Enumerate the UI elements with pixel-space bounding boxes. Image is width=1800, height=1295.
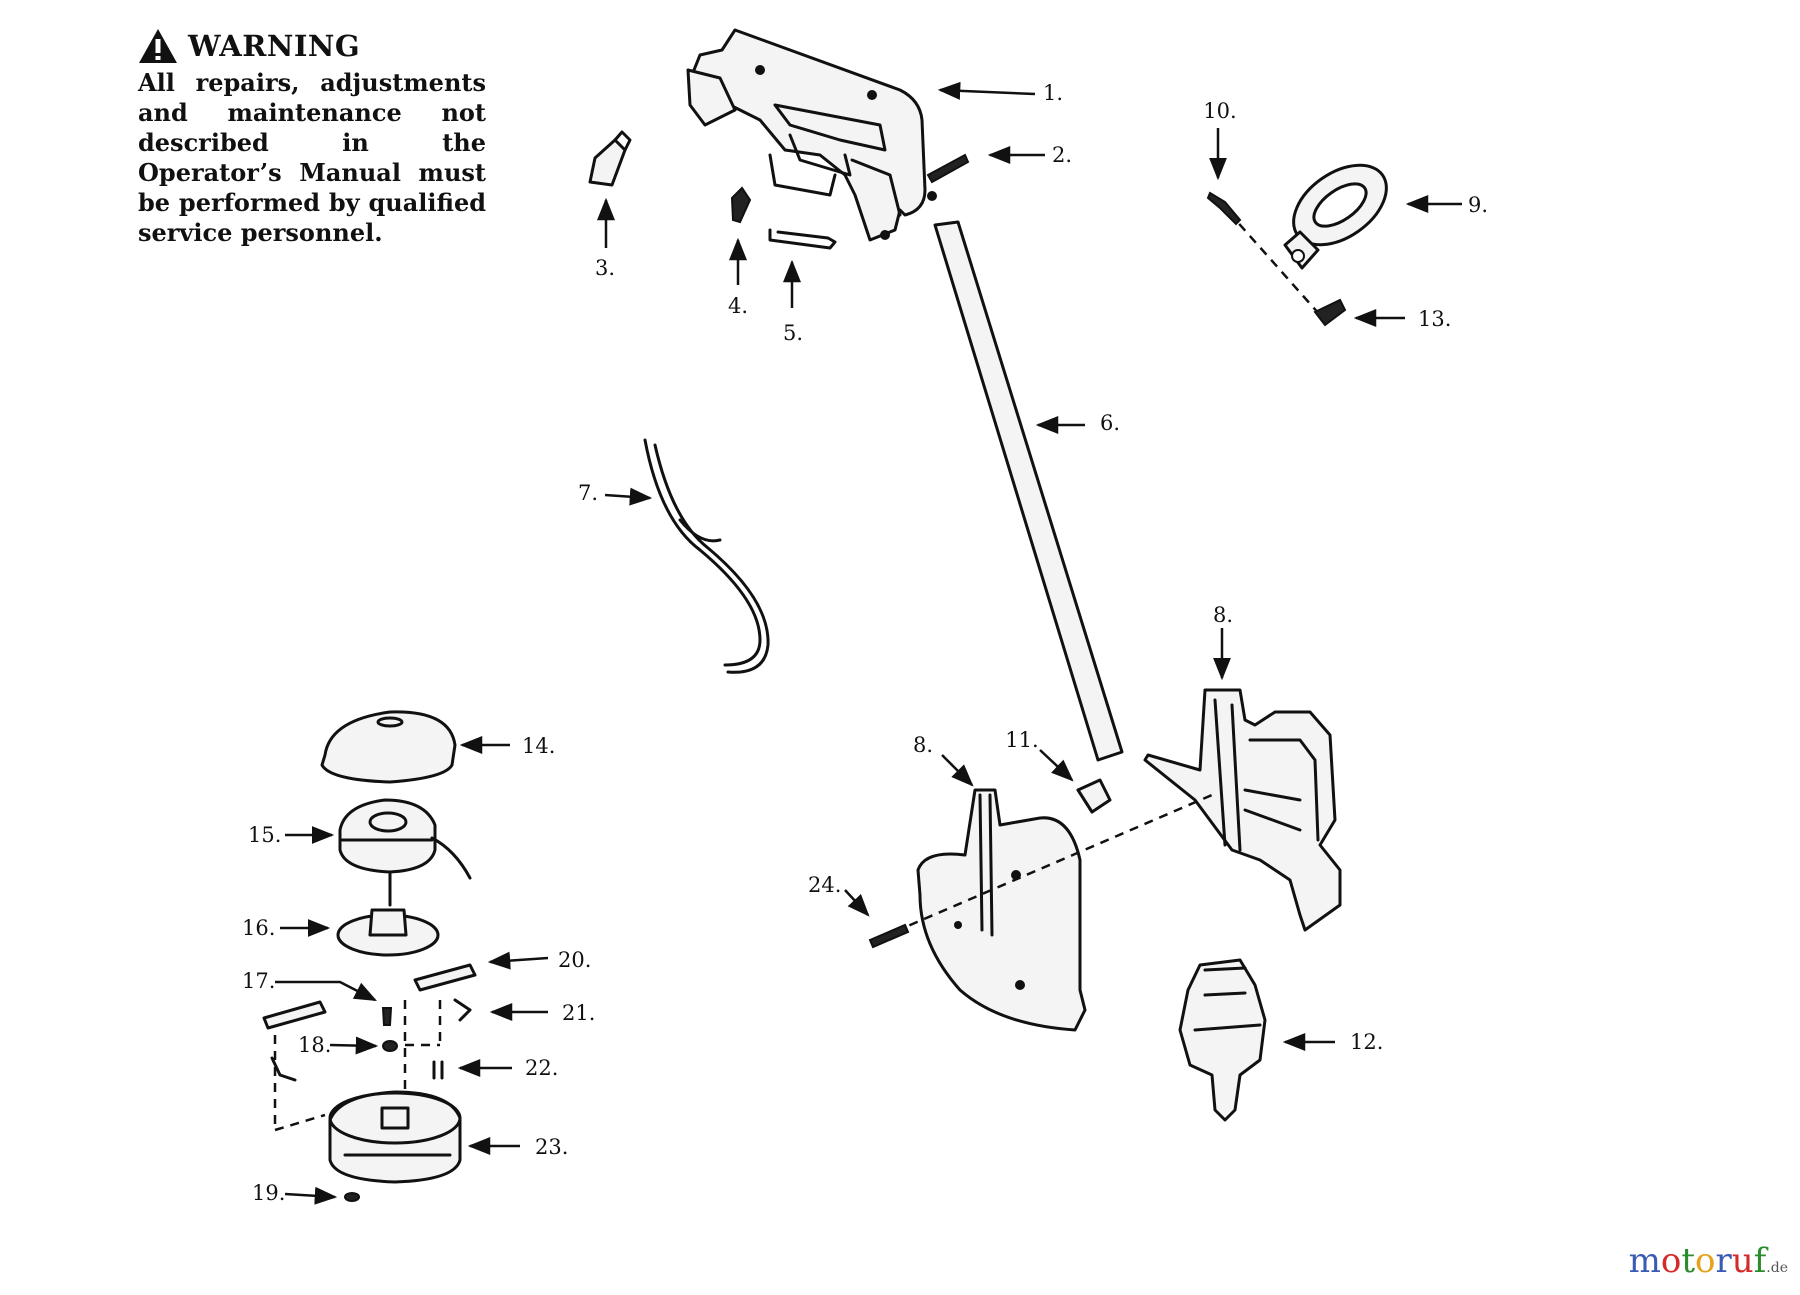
part-spool-cover — [320, 710, 457, 784]
callout-11: 11. — [1005, 728, 1038, 752]
callout-5: 5. — [783, 321, 803, 345]
warning-title: WARNING — [188, 29, 361, 63]
part-shaft — [933, 220, 1124, 762]
part-screw-10 — [1206, 191, 1242, 226]
callout-14: 14. — [522, 734, 555, 758]
part-3 — [588, 130, 632, 187]
part-19 — [344, 1192, 360, 1202]
callout-10: 10. — [1203, 99, 1236, 123]
callout-6: 6. — [1100, 411, 1120, 435]
assembly-line-24 — [879, 793, 1213, 940]
callout-8-guard: 8. — [913, 733, 933, 757]
callout-20: 20. — [558, 948, 591, 972]
callout-arrows — [275, 81, 1462, 1205]
callout-16: 16. — [242, 916, 275, 940]
warning-triangle-icon — [139, 29, 177, 63]
part-5 — [768, 228, 837, 250]
callout-17: 17. — [242, 969, 275, 993]
part-21 — [453, 998, 472, 1022]
part-cord — [643, 438, 770, 674]
callout-24: 24. — [808, 873, 841, 897]
part-20 — [413, 963, 477, 992]
callout-18: 18. — [298, 1033, 331, 1057]
warning-header: WARNING — [138, 28, 486, 64]
callout-4: 4. — [728, 294, 748, 318]
warning-text: All repairs, adjustments and maintenance… — [138, 68, 486, 247]
warning-block: WARNING All repairs, adjustments and mai… — [138, 28, 486, 248]
part-motor — [1178, 958, 1267, 1122]
assembly-line-23c — [405, 1000, 442, 1047]
part-guard — [916, 788, 1087, 1032]
callout-23: 23. — [535, 1135, 568, 1159]
callout-21: 21. — [562, 1001, 595, 1025]
callout-22: 22. — [525, 1056, 558, 1080]
part-screw-2 — [926, 153, 970, 184]
callout-12: 12. — [1350, 1030, 1383, 1054]
callout-labels: 1. 2. 3. 4. 5. 6. 7. 8. 8. 9. 10. 11. 12… — [242, 81, 1488, 1205]
callout-2: 2. — [1052, 143, 1072, 167]
part-handle — [686, 28, 937, 242]
part-16 — [336, 908, 440, 957]
callout-1: 1. — [1043, 81, 1063, 105]
part-screw-24 — [868, 923, 910, 949]
callout-3: 3. — [595, 256, 615, 280]
part-18 — [382, 1040, 398, 1052]
part-spool-housing — [328, 1090, 462, 1184]
part-aux-handle — [1283, 163, 1388, 270]
watermark: motoruf.de — [1629, 1241, 1788, 1281]
part-spool — [338, 798, 472, 880]
watermark-name: motoruf — [1628, 1241, 1767, 1281]
part-knob-13 — [1313, 298, 1347, 327]
part-23-pin — [262, 1000, 327, 1082]
watermark-suffix: .de — [1766, 1260, 1788, 1276]
assembly-line-9 — [1217, 199, 1321, 316]
callout-19: 19. — [252, 1181, 285, 1205]
part-17 — [381, 1007, 393, 1026]
part-11 — [1076, 778, 1112, 814]
callout-8-housing: 8. — [1213, 603, 1233, 627]
callout-15: 15. — [248, 823, 281, 847]
callout-7: 7. — [578, 481, 598, 505]
part-motor-housing — [1143, 688, 1342, 932]
part-4 — [730, 186, 752, 224]
assembly-line-23a — [273, 1035, 326, 1132]
callout-13: 13. — [1418, 307, 1451, 331]
part-22 — [432, 1060, 444, 1080]
callout-9: 9. — [1468, 193, 1488, 217]
